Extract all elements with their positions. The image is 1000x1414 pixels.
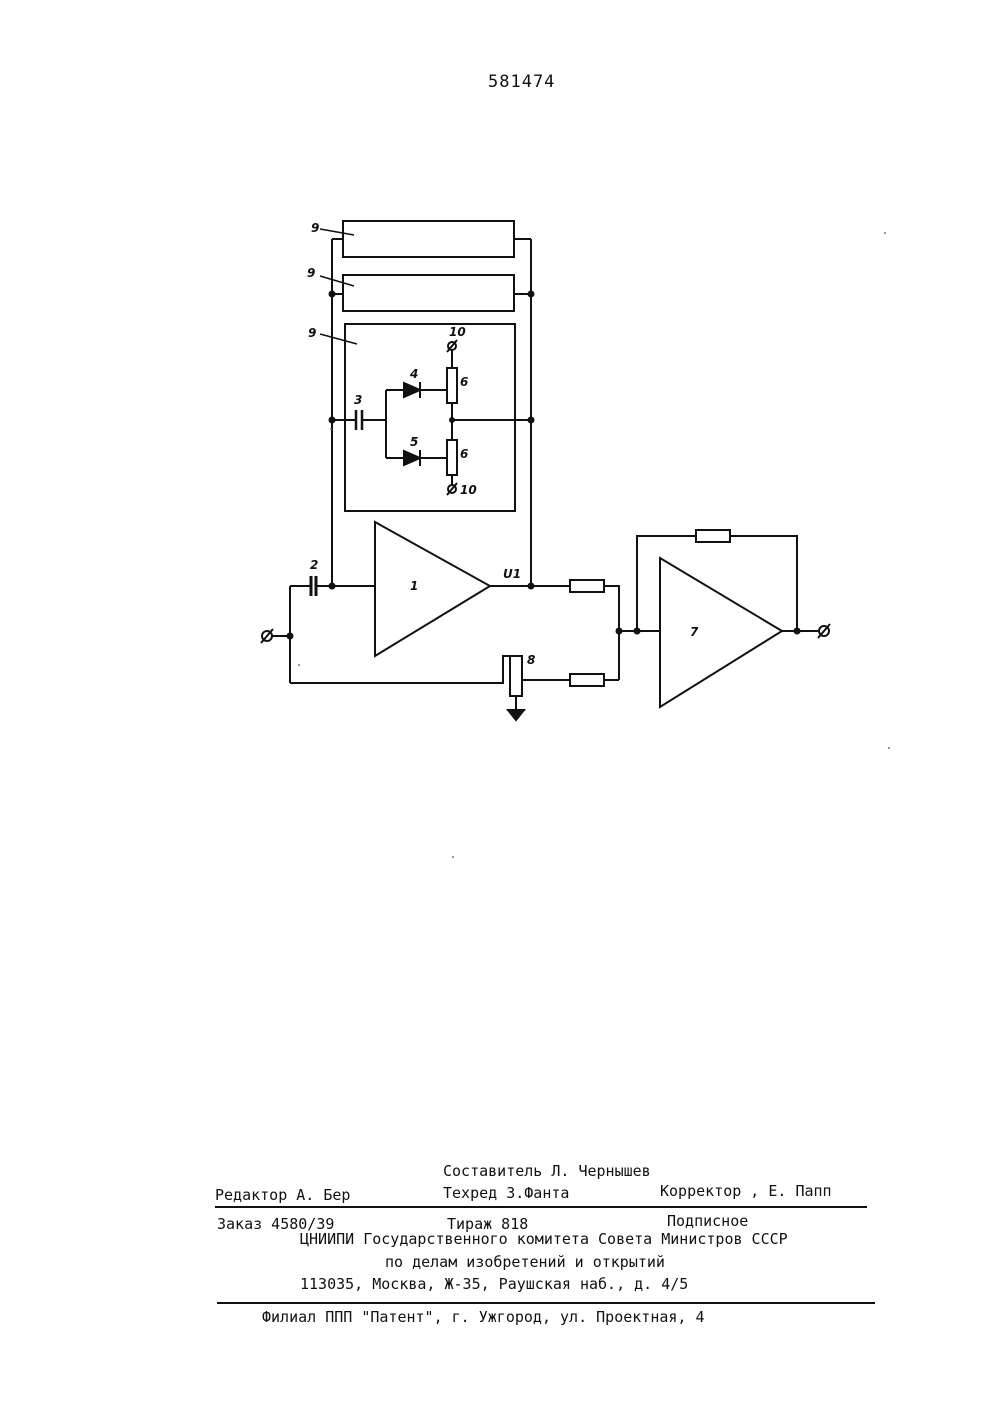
amplifier-1 [375,522,490,656]
diode-5 [404,450,420,466]
scan-speck [330,428,332,430]
amplifier-7 [660,558,782,707]
imprint-address: 113035, Москва, Ж-35, Раушская наб., д. … [300,1275,688,1293]
scan-speck [298,664,300,666]
scan-speck [888,747,890,749]
ground-symbol [508,710,524,720]
imprint-tech-editor: Техред З.Фанта [443,1184,569,1202]
block-9-middle [343,275,514,311]
circuit-schematic: 9 9 9 2 3 4 5 6 6 10 10 1 7 U1 8 [0,0,1000,800]
potentiometer-8 [510,656,522,696]
resistor-input-8 [570,674,604,686]
imprint-institute: ЦНИИПИ Государственного комитета Совета … [300,1230,788,1248]
potentiometer-6-lower [447,440,457,475]
resistor-output-1 [570,580,604,592]
potentiometer-6-upper [447,368,457,403]
label-potentiometer-6-upper: 6 [460,375,468,389]
label-diode-4: 4 [409,367,418,381]
label-terminal-10-upper: 10 [449,325,466,339]
imprint-corrector: Корректор , Е. Папп [660,1182,832,1200]
imprint-rule-top [215,1206,867,1208]
junction-dots [287,291,801,640]
block-9-top [343,221,514,257]
resistor-feedback-7 [696,530,730,542]
diode-4 [404,382,420,398]
label-amplifier-1: 1 [410,579,418,593]
label-diode-5: 5 [410,435,418,449]
imprint-rule-bottom [217,1302,875,1304]
imprint-subscription: Подписное [667,1212,748,1230]
label-block-9-nonlinear: 9 [308,326,316,340]
label-potentiometer-8: 8 [527,653,535,667]
scan-speck [884,232,886,234]
capacitor-3 [356,410,362,430]
label-block-9-middle: 9 [307,266,315,280]
imprint-institute-line2: по делам изобретений и открытий [385,1253,665,1271]
label-block-9-top: 9 [311,221,319,235]
scan-speck [452,856,454,858]
imprint-compiler: Составитель Л. Чернышев [443,1162,651,1180]
imprint-branch: Филиал ППП "Патент", г. Ужгород, ул. Про… [262,1308,705,1326]
label-potentiometer-6-lower: 6 [460,447,468,461]
imprint-editor: Редактор А. Бер [215,1186,350,1204]
block-9-nonlinear [345,324,515,511]
label-capacitor-3: 3 [354,393,362,407]
label-output-node: U1 [503,567,521,581]
label-terminal-10-lower: 10 [460,483,477,497]
label-capacitor-2: 2 [310,558,318,572]
capacitor-2 [311,576,316,596]
label-amplifier-7: 7 [690,625,699,639]
